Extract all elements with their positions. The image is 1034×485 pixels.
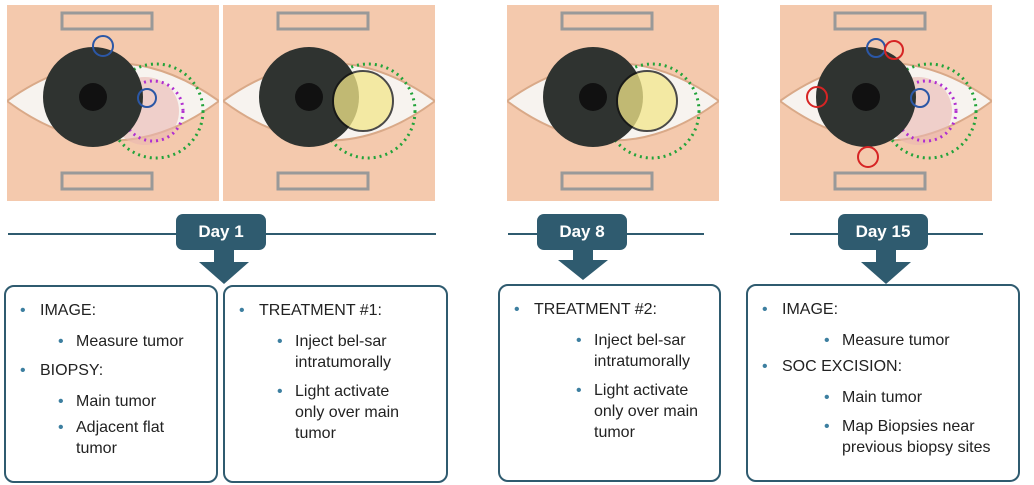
sub-list-item: Main tumor <box>842 387 1018 408</box>
sub-list-item: Main tumor <box>76 391 216 412</box>
eye-illustration-day1-biopsy <box>7 5 219 201</box>
list-item: TREATMENT #2: Inject bel-sar intratumora… <box>500 299 719 443</box>
sub-list-item: Inject bel-sar intratumorally <box>594 330 724 372</box>
eye-illustration-day8 <box>507 5 719 201</box>
day15-image-excision-box: IMAGE: Measure tumor SOC EXCISION: Main … <box>746 284 1020 482</box>
inject-belsar-text: Inject bel-sar intratumorally <box>594 332 690 370</box>
main-tumor-text: Main tumor <box>842 389 922 406</box>
image-heading: IMAGE: <box>782 301 838 318</box>
day1-down-arrow <box>199 250 249 284</box>
day1-label: Day 1 <box>176 214 266 250</box>
inject-belsar-text: Inject bel-sar intratumorally <box>295 333 391 371</box>
list-item: SOC EXCISION: Main tumor Map Biopsies ne… <box>748 356 1018 458</box>
eye-illustration-day15 <box>780 5 992 201</box>
sub-list-item: Inject bel-sar intratumorally <box>295 331 425 373</box>
sub-list-item: Measure tumor <box>76 331 186 352</box>
day8-label: Day 8 <box>537 214 627 250</box>
day15-label: Day 15 <box>838 214 928 250</box>
day8-treatment-box: TREATMENT #2: Inject bel-sar intratumora… <box>498 284 721 482</box>
day1-treatment-box: TREATMENT #1: Inject bel-sar intratumora… <box>223 285 448 483</box>
day15-down-arrow <box>861 250 911 284</box>
adjacent-flat-tumor-text: Adjacent flat tumor <box>76 419 164 457</box>
sub-list-item: Map Biopsies near previous biopsy sites <box>842 416 1017 458</box>
sub-list-item: Adjacent flat tumor <box>76 417 201 459</box>
map-biopsies-text: Map Biopsies near previous biopsy sites <box>842 418 991 456</box>
sub-list-item: Light activate only over main tumor <box>295 381 420 444</box>
main-tumor-text: Main tumor <box>76 393 156 410</box>
soc-excision-heading: SOC EXCISION: <box>782 358 902 375</box>
biopsy-heading: BIOPSY: <box>40 362 103 379</box>
sub-list-item: Light activate only over main tumor <box>594 380 719 443</box>
list-item: BIOPSY: Main tumor Adjacent flat tumor <box>6 360 216 459</box>
light-activate-text: Light activate only over main tumor <box>295 383 399 442</box>
list-item: IMAGE: Measure tumor <box>6 300 216 352</box>
eye-illustration-day1-treatment <box>223 5 435 201</box>
sub-list-item: Measure tumor <box>842 330 1018 351</box>
treatment1-heading: TREATMENT #1: <box>259 302 382 319</box>
image-heading: IMAGE: <box>40 302 96 319</box>
day8-down-arrow <box>558 250 608 280</box>
day1-image-biopsy-box: IMAGE: Measure tumor BIOPSY: Main tumor … <box>4 285 218 483</box>
list-item: IMAGE: Measure tumor <box>748 299 1018 351</box>
treatment2-heading: TREATMENT #2: <box>534 301 657 318</box>
light-activate-text: Light activate only over main tumor <box>594 382 698 441</box>
measure-tumor-text: Measure tumor <box>842 332 950 349</box>
measure-tumor-text: Measure tumor <box>76 333 184 350</box>
list-item: TREATMENT #1: Inject bel-sar intratumora… <box>225 300 446 444</box>
